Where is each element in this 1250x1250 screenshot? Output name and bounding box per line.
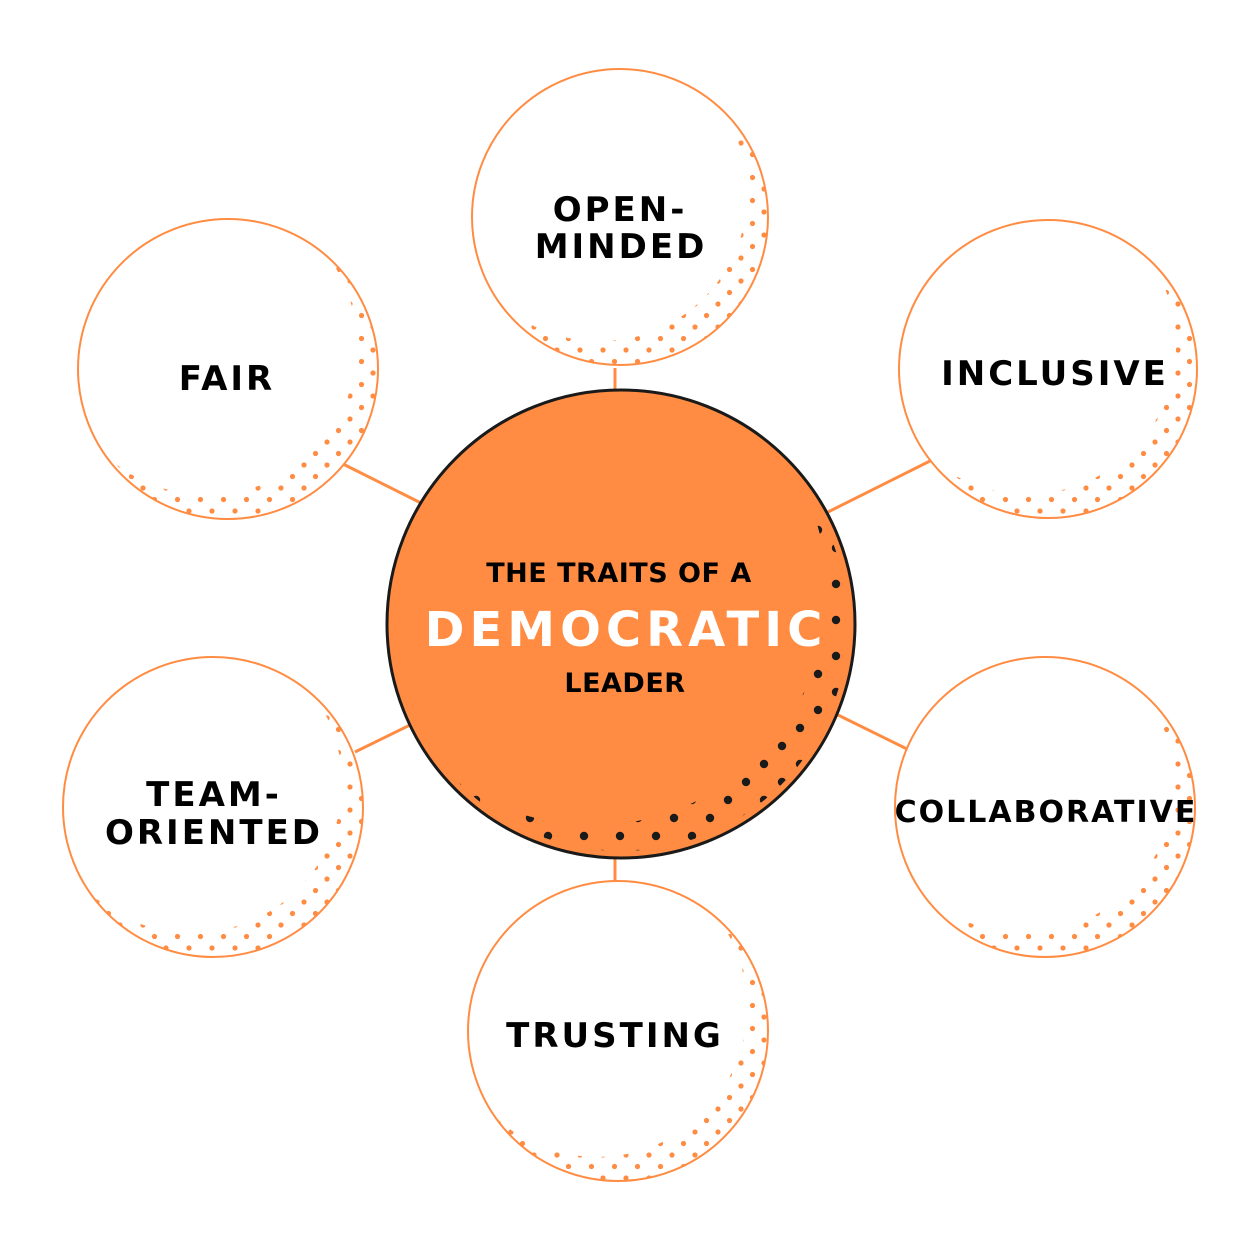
trait-node-inclusive: INCLUSIVE [898, 219, 1198, 519]
trait-label: TEAM- [146, 775, 282, 815]
trait-node-trusting: TRUSTING [467, 880, 769, 1182]
trait-label: COLLABORATIVE [895, 795, 1198, 830]
dot-pattern-decoration [472, 69, 768, 365]
hub-title-line1: THE TRAITS OF A [486, 558, 751, 589]
hub-dot-pattern-decoration [387, 390, 855, 858]
trait-node-collaborative: COLLABORATIVE [894, 656, 1198, 958]
hub-node: THE TRAITS OF A DEMOCRATIC LEADER [385, 388, 857, 860]
dot-pattern-decoration [895, 657, 1195, 957]
trait-node-fair: FAIR [77, 218, 379, 520]
dot-pattern-decoration [468, 881, 768, 1181]
trait-label: ORIENTED [105, 813, 323, 853]
trait-label: TRUSTING [506, 1016, 724, 1056]
trait-label: OPEN- [553, 190, 688, 230]
dot-pattern-decoration [899, 220, 1197, 518]
hub-title-highlight: DEMOCRATIC [425, 602, 828, 658]
trait-label: MINDED [535, 227, 708, 267]
trait-label: FAIR [179, 359, 275, 399]
hub-title-line3: LEADER [564, 668, 685, 699]
trait-node-team-oriented: TEAM- ORIENTED [62, 656, 364, 958]
dot-pattern-decoration [78, 219, 378, 519]
trait-label: INCLUSIVE [941, 354, 1169, 394]
trait-node-open-minded: OPEN- MINDED [471, 68, 769, 366]
dot-pattern-decoration [63, 657, 363, 957]
